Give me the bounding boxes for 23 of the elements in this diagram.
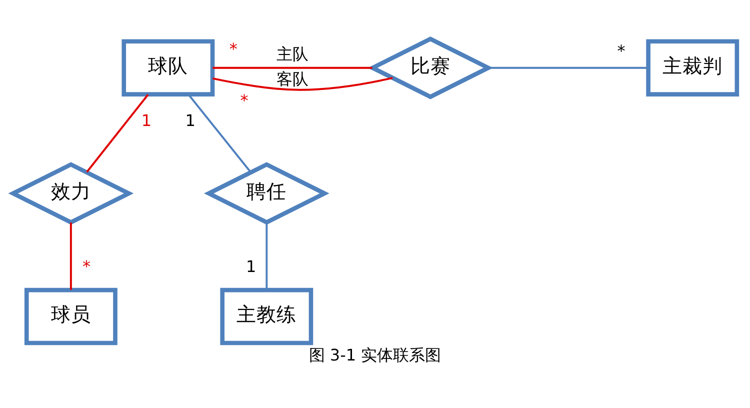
edge-label: 客队 bbox=[276, 68, 309, 88]
label: 1 bbox=[185, 110, 196, 130]
connector bbox=[212, 76, 393, 90]
label: 1 bbox=[246, 256, 256, 276]
connector bbox=[266, 222, 268, 290]
label: * bbox=[229, 39, 238, 58]
label: 1 bbox=[141, 110, 152, 130]
connector bbox=[86, 93, 149, 172]
connector bbox=[212, 66, 372, 68]
node-box: 球队 bbox=[122, 38, 215, 96]
node-diamond: 聘任 bbox=[204, 162, 330, 224]
connector bbox=[488, 66, 648, 68]
node-diamond: 效力 bbox=[8, 162, 134, 224]
label: * bbox=[240, 90, 248, 110]
connector bbox=[70, 222, 72, 290]
node-box: 主裁判 bbox=[646, 38, 740, 96]
node-diamond: 比赛 bbox=[368, 36, 494, 99]
label: * bbox=[617, 41, 626, 60]
node-box: 球员 bbox=[24, 287, 118, 345]
label: * bbox=[82, 256, 90, 276]
caption: 图 3-1 实体联系图 bbox=[308, 345, 442, 364]
node-box: 主教练 bbox=[220, 287, 314, 345]
edge-label: 主队 bbox=[276, 44, 309, 64]
